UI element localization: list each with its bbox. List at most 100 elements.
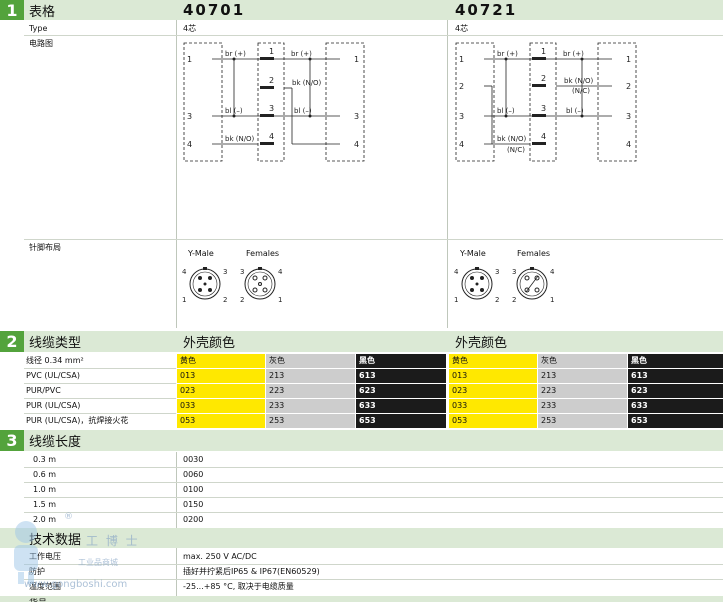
code-cell: 223 <box>266 384 355 398</box>
watermark-url: www.gongboshi.com <box>24 579 128 590</box>
row-label: PUR/PVC <box>26 386 61 395</box>
section-label: 货号 <box>29 596 47 602</box>
svg-text:4: 4 <box>454 268 459 276</box>
length-code: 0200 <box>183 515 204 524</box>
wire-label: bk (N/O) <box>497 135 527 143</box>
watermark-sub: 工业品商城 <box>78 558 118 567</box>
female-connector-icon <box>244 267 276 300</box>
section-label: 线缆长度 <box>29 435 82 450</box>
row-label: PUR (UL/CSA) <box>26 401 81 410</box>
code-cell: 023 <box>177 384 265 398</box>
row-divider <box>24 512 723 513</box>
length-label: 2.0 m <box>33 515 57 524</box>
dashed-box <box>183 42 223 162</box>
code-cell: 013 <box>449 369 537 383</box>
code-cell: 033 <box>449 399 537 413</box>
pin-label: 4 <box>269 132 274 141</box>
section-number: 2 <box>0 331 24 352</box>
code-cell: 633 <box>356 399 446 413</box>
pin-label: 3 <box>354 112 359 121</box>
length-code: 0060 <box>183 470 204 479</box>
wire-label: bk (N/O) <box>564 77 594 85</box>
circuit-diagram-a: 1 3 4 1 2 3 4 1 3 4 br (+) br (+) bk (N/… <box>183 42 365 162</box>
dashed-box <box>257 42 285 162</box>
row-divider <box>24 497 723 498</box>
type-label: Type <box>29 24 48 33</box>
code-cell: 213 <box>538 369 627 383</box>
svg-text:4: 4 <box>182 268 187 276</box>
male-connector-icon <box>461 267 493 300</box>
code-cell: 653 <box>628 414 723 428</box>
color-name-black: 黑色 <box>356 354 446 368</box>
females-header: Females <box>246 249 280 258</box>
spec-value: 插好并拧紧后IP65 & IP67(EN60529) <box>183 567 320 576</box>
wire-label: br (+) <box>563 50 584 58</box>
spec-label: 工作电压 <box>29 552 61 561</box>
code-cell: 053 <box>449 414 537 428</box>
svg-text:1: 1 <box>454 296 458 304</box>
color-name-yellow: 黄色 <box>177 354 265 368</box>
code-cell: 613 <box>628 369 723 383</box>
svg-text:2: 2 <box>223 296 227 304</box>
length-label: 1.5 m <box>33 500 57 509</box>
pin-label: 3 <box>541 104 546 113</box>
section-number: 1 <box>0 0 24 20</box>
row-divider <box>24 239 723 240</box>
female-connector-icon <box>516 267 548 300</box>
pin-label: 4 <box>354 140 359 149</box>
row-divider <box>24 564 723 565</box>
length-code: 0100 <box>183 485 204 494</box>
wire-label: bl (–) <box>225 107 243 115</box>
code-cell: 233 <box>266 399 355 413</box>
circuit-label: 电路图 <box>29 39 53 48</box>
column-divider <box>176 20 177 328</box>
section-number: 3 <box>0 430 24 451</box>
color-header-b: 外壳颜色 <box>455 336 508 351</box>
pin-label: 3 <box>187 112 192 121</box>
row-divider <box>24 35 723 36</box>
watermark-brand: 工 博 士 <box>86 534 140 548</box>
section-2-header: 2 线缆类型 外壳颜色 外壳颜色 <box>0 331 723 352</box>
pin-label: 1 <box>541 47 546 56</box>
length-label: 0.6 m <box>33 470 57 479</box>
females-header: Females <box>517 249 551 258</box>
section-1-header: 1 表格 40701 40721 <box>0 0 723 20</box>
code-cell: 633 <box>628 399 723 413</box>
section-label: 技术数据 <box>29 532 82 548</box>
svg-text:1: 1 <box>550 296 554 304</box>
code-cell: 053 <box>177 414 265 428</box>
code-cell: 253 <box>538 414 627 428</box>
spec-label: 防护 <box>29 567 45 576</box>
pin-label: 2 <box>269 76 274 85</box>
circuit-diagram-b: 1 2 3 4 1 2 3 4 1 2 3 4 br (+) br (+) bk… <box>455 42 637 162</box>
type-value-a: 4芯 <box>183 24 197 33</box>
row-divider <box>24 467 723 468</box>
pin-label: 2 <box>626 82 631 91</box>
dashed-box <box>597 42 637 162</box>
wire-label: br (+) <box>497 50 518 58</box>
code-cell: 013 <box>177 369 265 383</box>
code-cell: 213 <box>266 369 355 383</box>
color-name-yellow: 黄色 <box>449 354 537 368</box>
svg-text:2: 2 <box>240 296 244 304</box>
color-name-gray: 灰色 <box>538 354 627 368</box>
svg-text:4: 4 <box>550 268 555 276</box>
length-label: 0.3 m <box>33 455 57 464</box>
product-code-a: 40701 <box>183 1 246 19</box>
watermark-reg: ® <box>64 512 73 522</box>
code-cell: 653 <box>356 414 446 428</box>
wire-label: bk (N/O) <box>225 135 255 143</box>
y-male-header: Y-Male <box>188 249 214 258</box>
row-divider <box>24 398 176 399</box>
length-code: 0150 <box>183 500 204 509</box>
wire-label: (N/C) <box>507 146 525 154</box>
pin-label: 1 <box>187 55 192 64</box>
row-divider <box>24 383 176 384</box>
column-divider <box>447 20 448 328</box>
code-cell: 023 <box>449 384 537 398</box>
color-name-gray: 灰色 <box>266 354 355 368</box>
pin-label: 3 <box>626 112 631 121</box>
wire-label: bl (–) <box>566 107 584 115</box>
pin-label: 3 <box>459 112 464 121</box>
